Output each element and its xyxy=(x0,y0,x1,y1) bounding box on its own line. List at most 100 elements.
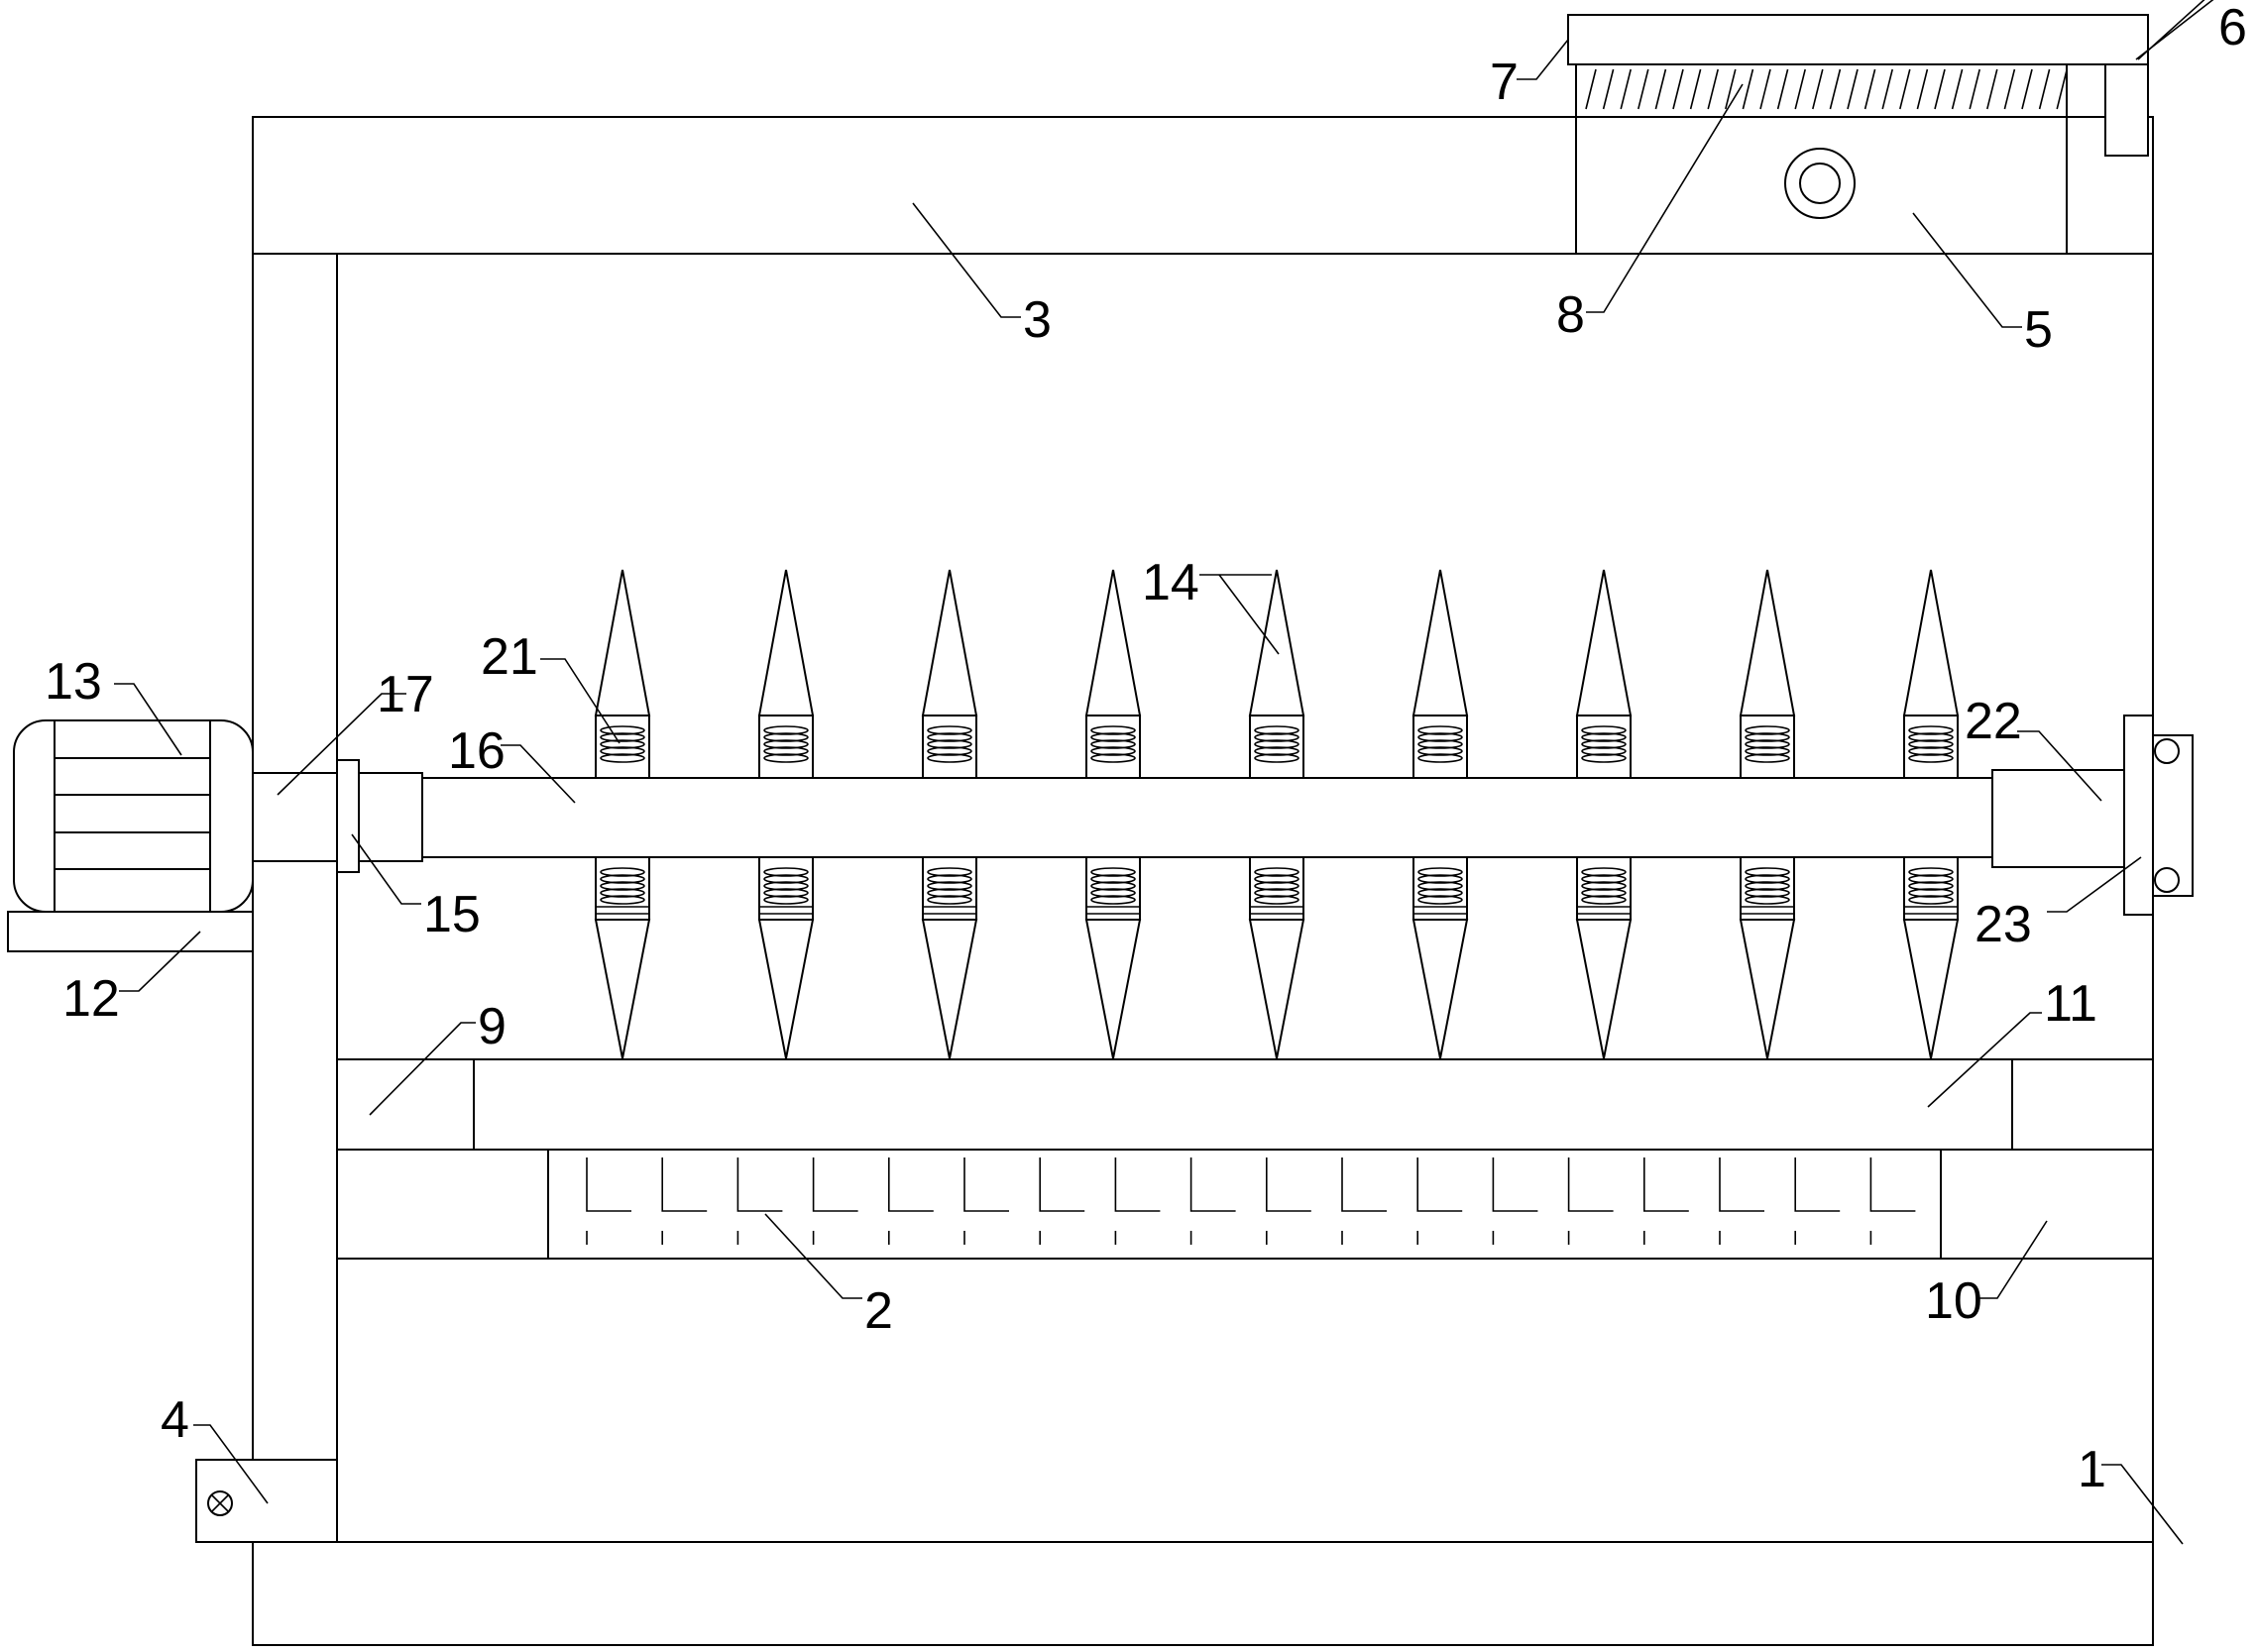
scraper-tooth xyxy=(1643,1157,1689,1245)
spring-coil xyxy=(1908,753,1954,763)
spring-coil xyxy=(1581,895,1627,905)
spring-coil xyxy=(600,867,645,877)
spring-coil xyxy=(927,895,972,905)
spring-coil xyxy=(1745,874,1790,884)
spring-coil xyxy=(1254,874,1299,884)
spring-coil xyxy=(1908,881,1954,891)
spring-coil xyxy=(1908,867,1954,877)
spring-coil xyxy=(1090,753,1136,763)
upper-blade xyxy=(1902,569,1960,716)
spring-coil xyxy=(927,874,972,884)
tooth-hook xyxy=(1567,1157,1614,1212)
screen-slat xyxy=(1916,68,1929,110)
spring-coil xyxy=(1745,895,1790,905)
tooth-hook xyxy=(963,1157,1009,1212)
screen-slat xyxy=(1934,68,1946,110)
leader-lines xyxy=(114,0,2214,1545)
upper-blade xyxy=(1084,569,1142,716)
spring-coil xyxy=(1254,725,1299,735)
blade-assembly xyxy=(921,569,978,1059)
spring-coil xyxy=(1254,881,1299,891)
screen-slat xyxy=(1794,68,1806,110)
tooth-hook xyxy=(1794,1157,1841,1212)
spring-coil xyxy=(1417,895,1463,905)
spring-coil xyxy=(1745,867,1790,877)
spring-coil xyxy=(1745,753,1790,763)
scraper-tooth xyxy=(1719,1157,1764,1245)
spring-coil xyxy=(1745,888,1790,898)
bearing xyxy=(336,759,423,873)
lower-blade xyxy=(1411,919,1469,1059)
scraper-tooth xyxy=(586,1157,631,1245)
feed-hopper xyxy=(1575,117,2068,254)
screen-slat xyxy=(1863,68,1876,110)
spring-coil xyxy=(763,881,809,891)
screen-slat xyxy=(1829,68,1842,110)
callout-6: 6 xyxy=(2218,0,2247,56)
callout-15: 15 xyxy=(423,886,481,943)
tooth-hook xyxy=(1869,1157,1916,1212)
screen-slat xyxy=(1986,68,1998,110)
spring-coil xyxy=(1254,732,1299,742)
screen-slat xyxy=(1672,68,1684,110)
spring-coil xyxy=(1090,732,1136,742)
screen-slat xyxy=(1689,68,1702,110)
upper-blade xyxy=(1248,569,1305,716)
screen-slat xyxy=(1637,68,1649,110)
filter-screen xyxy=(1575,64,2068,118)
screen-slat xyxy=(2003,68,2016,110)
callout-14: 14 xyxy=(1142,554,1199,611)
spring-coil xyxy=(763,725,809,735)
spring-coil xyxy=(763,739,809,749)
screen-slat xyxy=(1776,68,1789,110)
scraper-tooth xyxy=(1492,1157,1538,1245)
housing xyxy=(252,116,2154,1646)
tooth-hook xyxy=(812,1157,858,1212)
screen-slat xyxy=(1847,68,1859,110)
screen-slat xyxy=(1812,68,1824,110)
spring-coil xyxy=(1908,746,1954,756)
spring-coil xyxy=(1581,881,1627,891)
screen-slat xyxy=(1759,68,1771,110)
callout-5: 5 xyxy=(2024,301,2053,359)
spring-coil xyxy=(1908,739,1954,749)
screen-slat xyxy=(1707,68,1719,110)
lower-blade xyxy=(1902,919,1960,1059)
screen-slat xyxy=(1881,68,1893,110)
spring-coil xyxy=(600,895,645,905)
scraper-tooth xyxy=(1114,1157,1161,1245)
blade-assembly xyxy=(1575,569,1633,1059)
upper-blade xyxy=(1411,569,1469,716)
spring-coil xyxy=(600,881,645,891)
screen-slat xyxy=(1602,68,1615,110)
tooth-hook xyxy=(1416,1157,1463,1212)
spring-coil xyxy=(1581,732,1627,742)
spring-coil xyxy=(1254,739,1299,749)
callout-22: 22 xyxy=(1965,693,2022,750)
scraper-tooth xyxy=(963,1157,1009,1245)
tooth-hook xyxy=(1114,1157,1161,1212)
spring-coil xyxy=(763,746,809,756)
callout-4: 4 xyxy=(161,1391,189,1449)
spring-coil xyxy=(927,888,972,898)
spring-coil xyxy=(927,867,972,877)
spring-coil xyxy=(1417,888,1463,898)
spring-coil xyxy=(927,881,972,891)
lower-blade xyxy=(757,919,815,1059)
spring-coil xyxy=(927,732,972,742)
upper-blade xyxy=(757,569,815,716)
spring-coil xyxy=(1090,746,1136,756)
motor xyxy=(13,719,254,913)
scraper-tooth xyxy=(1794,1157,1841,1245)
spring-coil xyxy=(1908,895,1954,905)
coupling xyxy=(252,772,338,862)
scraper-tooth xyxy=(887,1157,934,1245)
scraper-tooth xyxy=(661,1157,708,1245)
spring-coil xyxy=(1090,867,1136,877)
lower-blade xyxy=(1739,919,1796,1059)
spring-coil xyxy=(600,888,645,898)
spring-coil xyxy=(1090,725,1136,735)
spring-coil xyxy=(1745,739,1790,749)
scraper-tooth xyxy=(1341,1157,1387,1245)
screen-slat xyxy=(1654,68,1667,110)
